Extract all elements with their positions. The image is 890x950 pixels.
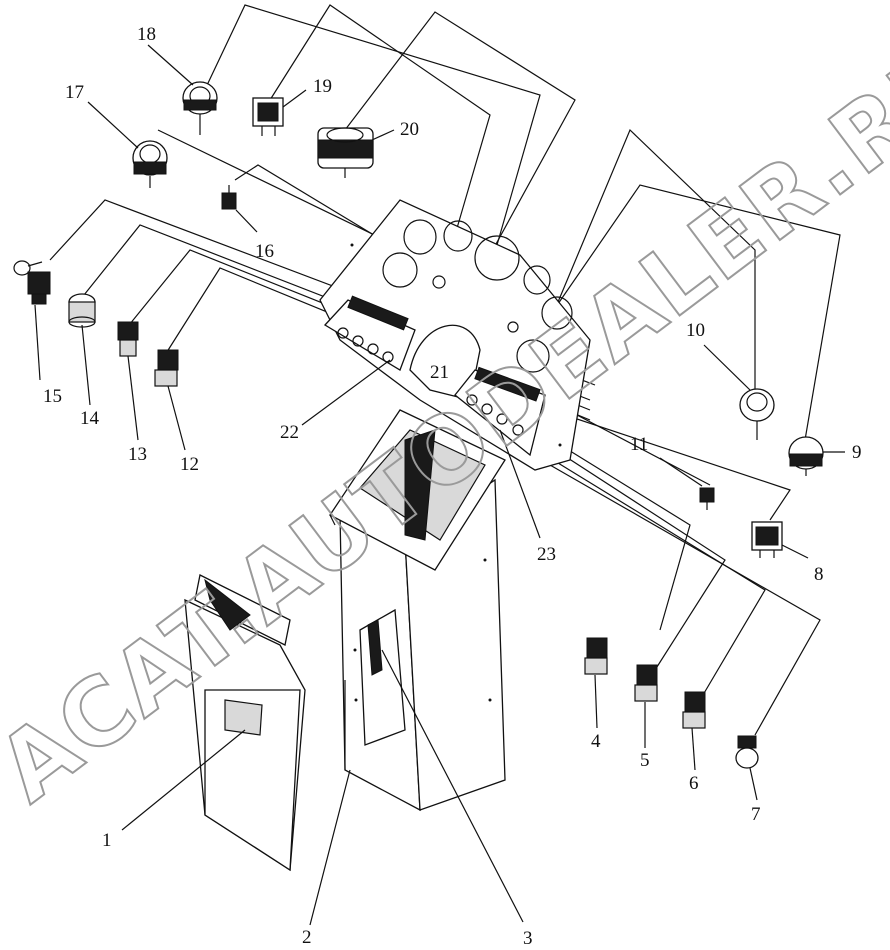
- callout-13: 13: [128, 444, 147, 465]
- switch-13: [117, 321, 139, 357]
- switch-14: [68, 293, 96, 328]
- switch-7: [735, 735, 759, 769]
- console-tray: [329, 409, 506, 571]
- switch-6: [682, 691, 706, 729]
- indicator-port: [507, 321, 519, 333]
- gauge-17: [132, 140, 168, 188]
- gauge-9: [788, 436, 824, 476]
- callout-8: 8: [814, 564, 824, 585]
- lamp-16: [221, 185, 237, 210]
- instrument-panel: [319, 199, 591, 471]
- callout-17: 17: [65, 82, 84, 103]
- cover-bracket: [204, 578, 251, 631]
- switch-8: [751, 521, 783, 558]
- key-switch-15: [13, 260, 51, 305]
- callout-4: 4: [591, 731, 601, 752]
- gauge-port: [403, 219, 437, 255]
- switch-row-right: [466, 366, 541, 436]
- switch-19: [252, 97, 284, 136]
- callout-10: 10: [686, 320, 705, 341]
- gauge-18: [182, 81, 218, 135]
- gauge-port-large: [474, 235, 520, 281]
- gauge-port: [382, 252, 418, 288]
- callout-6: 6: [689, 773, 699, 794]
- callout-20: 20: [400, 119, 419, 140]
- callout-23: 23: [537, 544, 556, 565]
- lamp-11: [699, 487, 715, 510]
- switch-row-left: [337, 295, 409, 363]
- callout-19: 19: [313, 76, 332, 97]
- callout-11: 11: [630, 434, 648, 455]
- pedestal-slot: [367, 619, 383, 676]
- callout-21: 21: [430, 362, 449, 383]
- switch-12: [154, 349, 179, 387]
- gauge-port: [443, 220, 473, 252]
- callout-18: 18: [137, 24, 156, 45]
- switch-4: [584, 637, 608, 675]
- gauge-port: [541, 296, 573, 330]
- gauge-20: [317, 127, 374, 178]
- callout-labels: 18 17 19 20 16 15 14 13 12 22 21 10 9 11…: [43, 24, 862, 949]
- callout-16: 16: [255, 241, 274, 262]
- wire-harness: [404, 429, 436, 541]
- callout-12: 12: [180, 454, 199, 475]
- callout-15: 15: [43, 386, 62, 407]
- switch-5: [634, 664, 658, 702]
- callout-14: 14: [80, 408, 100, 429]
- callout-1: 1: [102, 830, 112, 851]
- callout-leaders: [34, 44, 845, 926]
- callout-9: 9: [852, 442, 862, 463]
- gauge-port: [523, 265, 551, 295]
- callout-3: 3: [523, 928, 533, 949]
- gauge-10: [739, 388, 775, 440]
- callout-22: 22: [280, 422, 299, 443]
- callout-2: 2: [302, 927, 312, 948]
- callout-7: 7: [751, 804, 761, 825]
- indicator-port: [432, 275, 446, 289]
- callout-5: 5: [640, 750, 650, 771]
- gauge-port: [516, 339, 550, 373]
- side-cover: [184, 574, 306, 872]
